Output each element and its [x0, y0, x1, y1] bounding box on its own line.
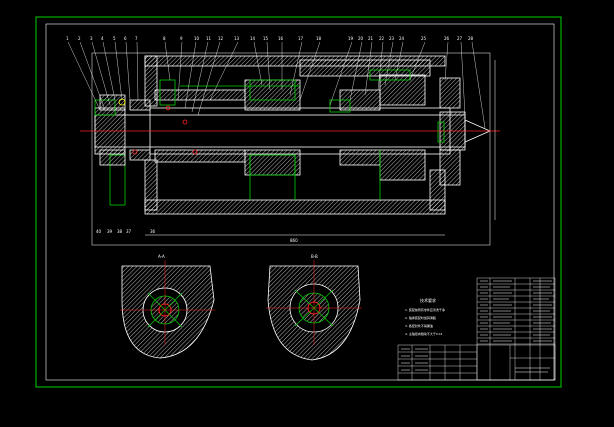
part-label: 40 — [96, 229, 102, 234]
part-label: 38 — [117, 229, 123, 234]
part-label: 27 — [457, 36, 463, 41]
leader-labels-top: 1 2 3 4 5 6 7 8 9 10 11 12 13 14 15 16 1… — [66, 36, 474, 41]
part-label: 8 — [163, 36, 166, 41]
part-label: 36 — [150, 229, 156, 234]
part-label: 14 — [250, 36, 256, 41]
left-end-parts — [99, 94, 151, 166]
part-label: 37 — [126, 229, 132, 234]
part-label: 17 — [298, 36, 304, 41]
parts-list-table — [476, 277, 556, 381]
part-label: 13 — [234, 36, 240, 41]
part-label: 19 — [348, 36, 354, 41]
part-label: 20 — [358, 36, 364, 41]
tech-note: 1. 装配前所有零件应清洗干净 — [405, 307, 445, 312]
dimension-text: 860 — [290, 238, 298, 243]
leader-lines-top — [67, 41, 486, 129]
part-label: 15 — [263, 36, 269, 41]
part-label: 6 — [124, 36, 127, 41]
part-label: 3 — [90, 36, 93, 41]
main-assembly-view: 860 — [80, 52, 500, 246]
leader-labels-bottom: 40 39 38 37 36 — [96, 229, 156, 234]
tech-note: 4. 主轴径向跳动不大于0.01 — [405, 331, 443, 336]
right-flange — [439, 77, 461, 186]
technical-requirements: 技术要求 1. 装配前所有零件应清洗干净 2. 轴承装配时加润滑脂 3. 各密封… — [405, 297, 445, 336]
tech-note: 3. 各密封处不得漏油 — [405, 323, 433, 328]
part-label: 10 — [194, 36, 200, 41]
table-cell-text — [401, 280, 552, 373]
inner-frame — [45, 23, 555, 381]
section-b-label: B-B — [311, 254, 318, 259]
part-label: 21 — [368, 36, 374, 41]
part-label: 26 — [444, 36, 450, 41]
part-label: 28 — [468, 36, 474, 41]
part-label: 7 — [135, 36, 138, 41]
part-label: 23 — [389, 36, 395, 41]
tech-note: 2. 轴承装配时加润滑脂 — [405, 315, 436, 320]
part-label: 5 — [113, 36, 116, 41]
section-view-b: B-B — [266, 254, 362, 361]
part-label: 12 — [218, 36, 224, 41]
outer-frame — [35, 16, 562, 388]
green-components — [94, 69, 445, 206]
tech-notes-title: 技术要求 — [420, 297, 436, 303]
section-view-a: A-A — [120, 254, 215, 359]
part-label: 24 — [399, 36, 405, 41]
part-label: 1 — [66, 36, 69, 41]
part-label: 11 — [206, 36, 212, 41]
part-label: 4 — [101, 36, 104, 41]
part-label: 25 — [421, 36, 427, 41]
section-a-label: A-A — [158, 254, 165, 259]
title-block — [397, 344, 556, 381]
part-label: 18 — [316, 36, 322, 41]
part-label: 9 — [180, 36, 183, 41]
part-label: 2 — [78, 36, 81, 41]
part-label: 39 — [107, 229, 113, 234]
part-label: 22 — [379, 36, 385, 41]
part-label: 16 — [278, 36, 284, 41]
